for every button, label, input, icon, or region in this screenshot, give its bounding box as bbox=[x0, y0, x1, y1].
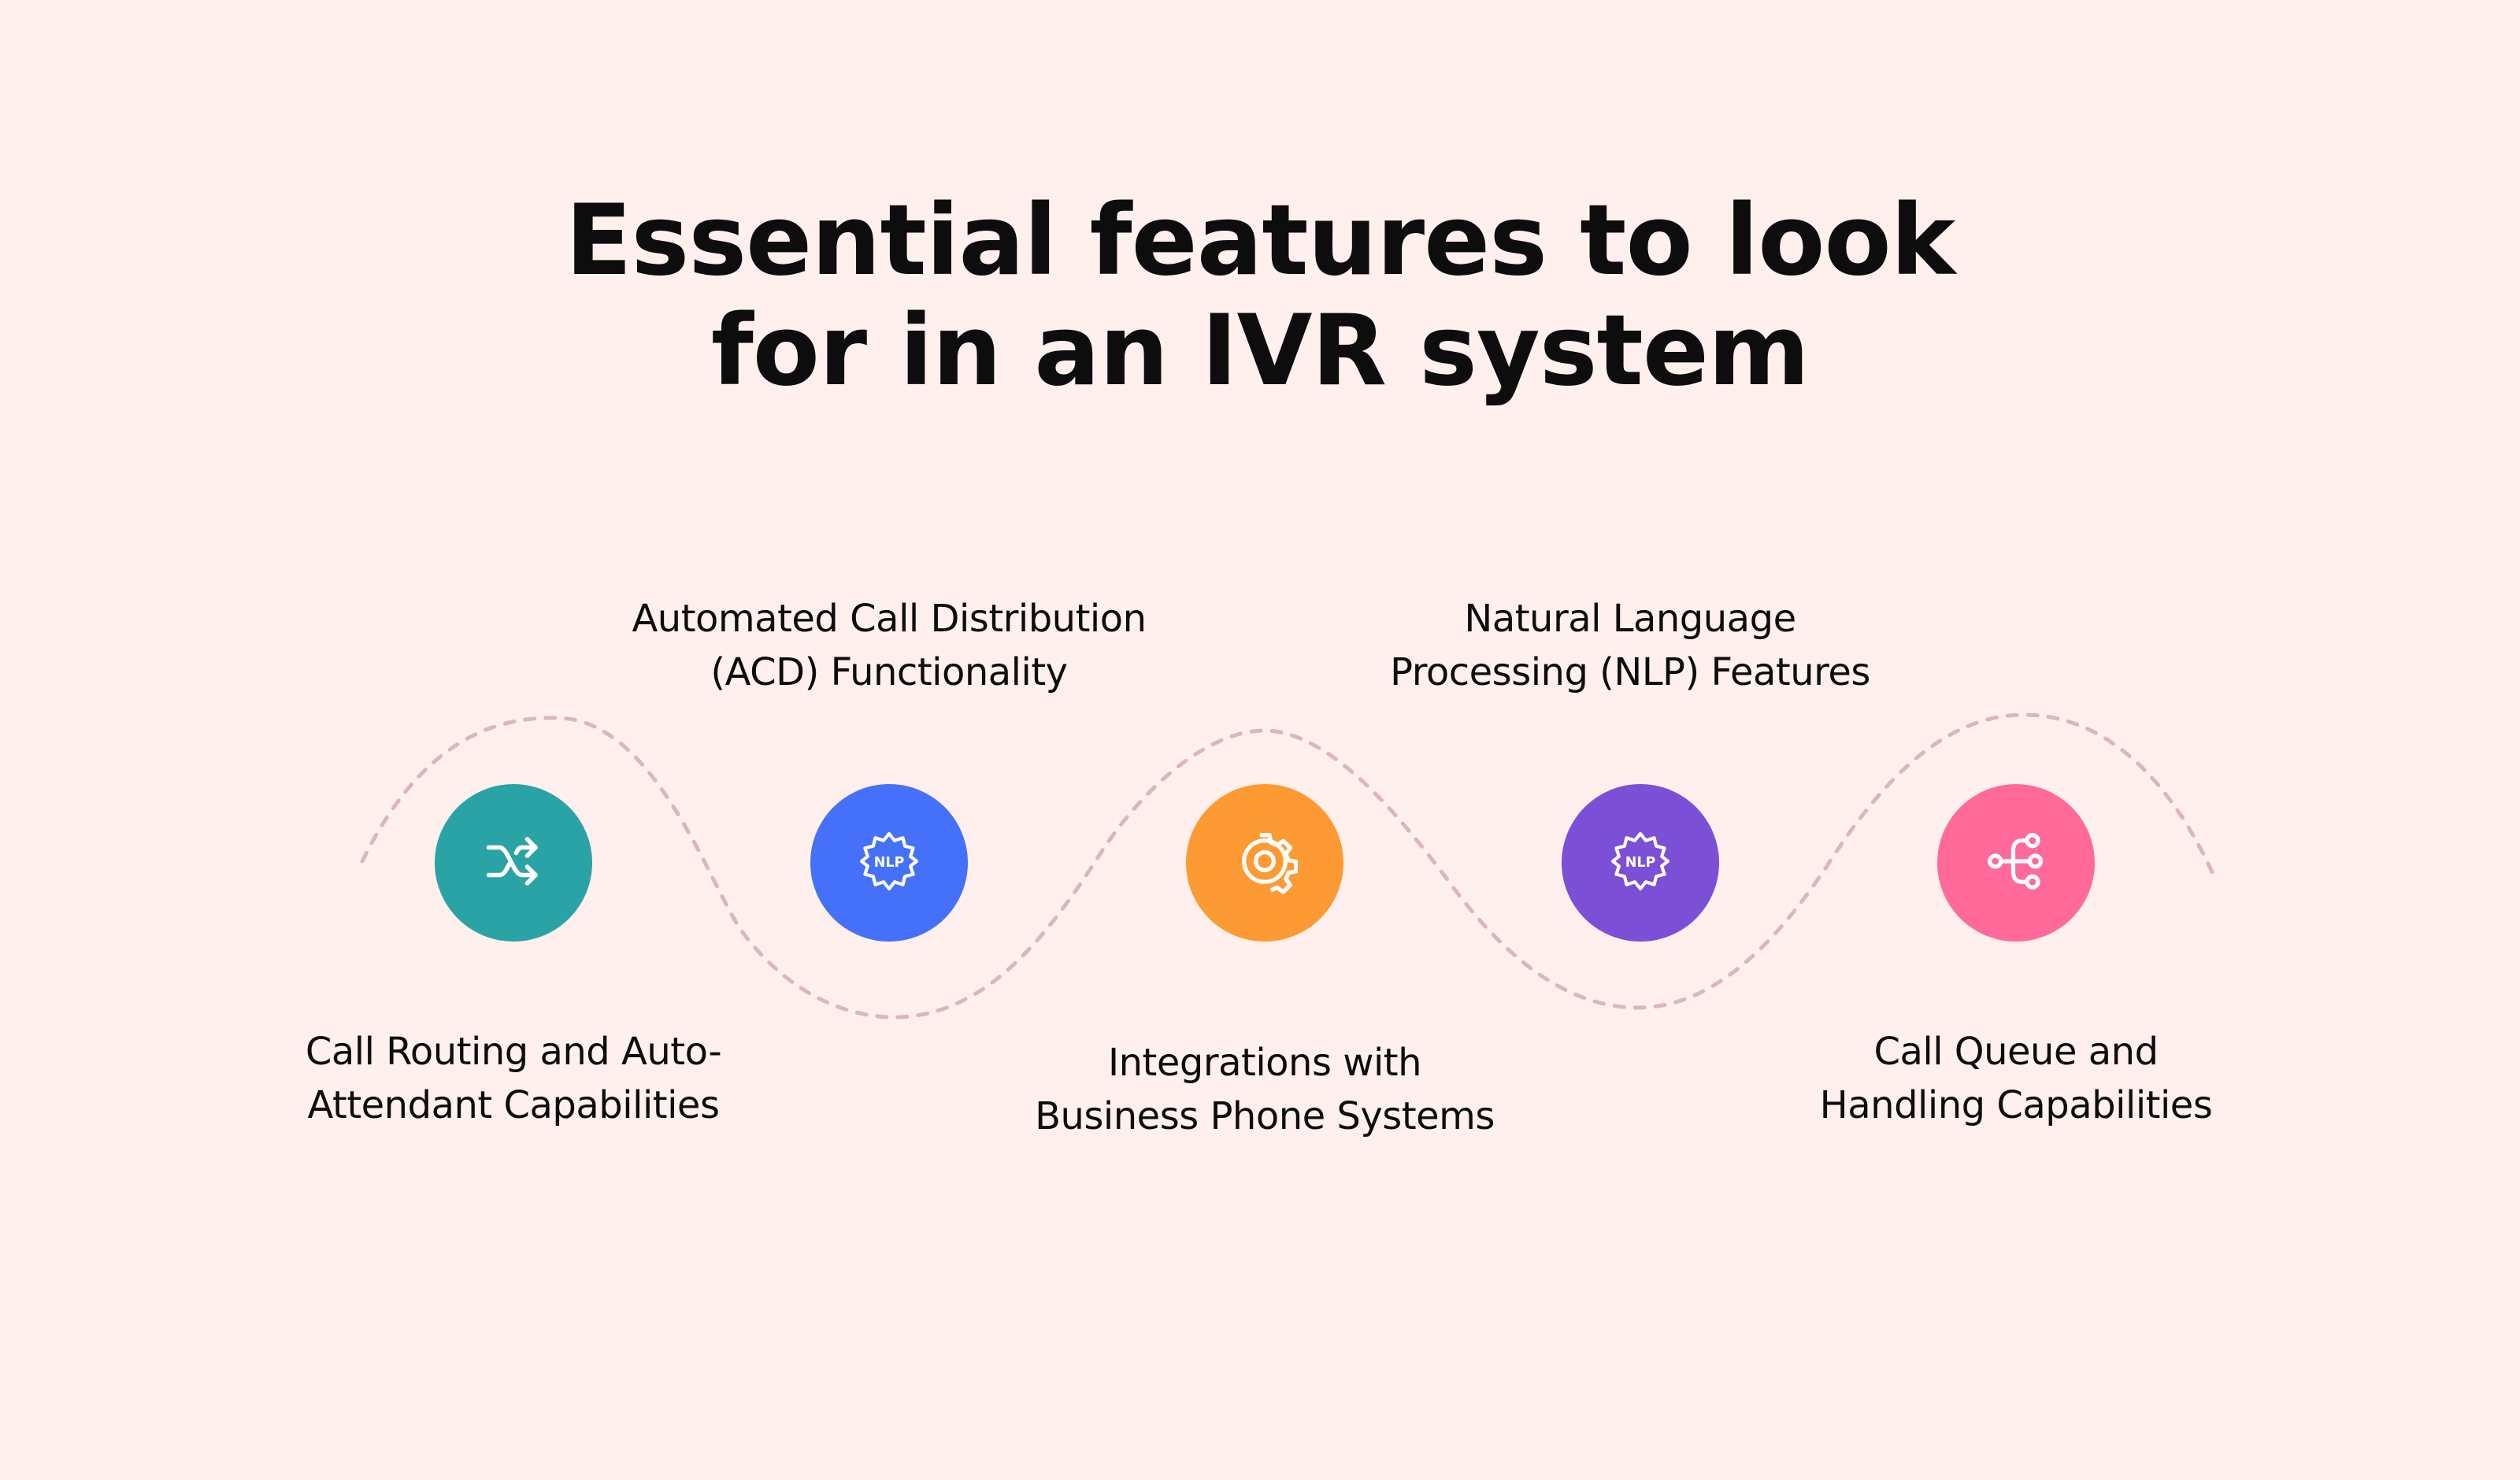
gear-icon bbox=[1232, 828, 1299, 897]
label-line: Automated Call Distribution bbox=[632, 597, 1147, 641]
nlp-gear-icon: NLP bbox=[1607, 828, 1673, 897]
feature-label-nlp: Natural Language Processing (NLP) Featur… bbox=[1331, 592, 1929, 699]
page-title: Essential features to look for in an IVR… bbox=[0, 186, 2520, 406]
nlp-icon-text: NLP bbox=[874, 855, 905, 871]
feature-node-integrations bbox=[1186, 784, 1343, 942]
feature-label-integrations: Integrations with Business Phone Systems bbox=[965, 1036, 1564, 1143]
label-line: Call Routing and Auto- bbox=[305, 1030, 722, 1074]
feature-node-acd: NLP bbox=[810, 784, 968, 942]
feature-node-nlp: NLP bbox=[1562, 784, 1719, 942]
label-line: Processing (NLP) Features bbox=[1390, 650, 1870, 694]
shuffle-icon bbox=[480, 828, 547, 897]
feature-node-call-routing bbox=[435, 784, 592, 942]
feature-label-call-queue: Call Queue and Handling Capabilities bbox=[1717, 1025, 2315, 1132]
nlp-icon-text: NLP bbox=[1625, 855, 1656, 871]
label-line: Natural Language bbox=[1464, 597, 1796, 641]
label-line: Call Queue and bbox=[1873, 1030, 2159, 1074]
feature-node-call-queue bbox=[1937, 784, 2095, 942]
label-line: Handling Capabilities bbox=[1819, 1083, 2213, 1127]
feature-label-acd: Automated Call Distribution (ACD) Functi… bbox=[590, 592, 1188, 699]
branch-icon bbox=[1983, 828, 2049, 897]
label-line: (ACD) Functionality bbox=[710, 650, 1068, 694]
feature-label-call-routing: Call Routing and Auto- Attendant Capabil… bbox=[214, 1025, 813, 1132]
title-line-2: for in an IVR system bbox=[710, 294, 1810, 408]
label-line: Business Phone Systems bbox=[1035, 1094, 1495, 1138]
label-line: Attendant Capabilities bbox=[307, 1083, 720, 1127]
title-line-1: Essential features to look bbox=[565, 184, 1955, 298]
label-line: Integrations with bbox=[1107, 1041, 1422, 1085]
nlp-gear-icon: NLP bbox=[856, 828, 922, 897]
